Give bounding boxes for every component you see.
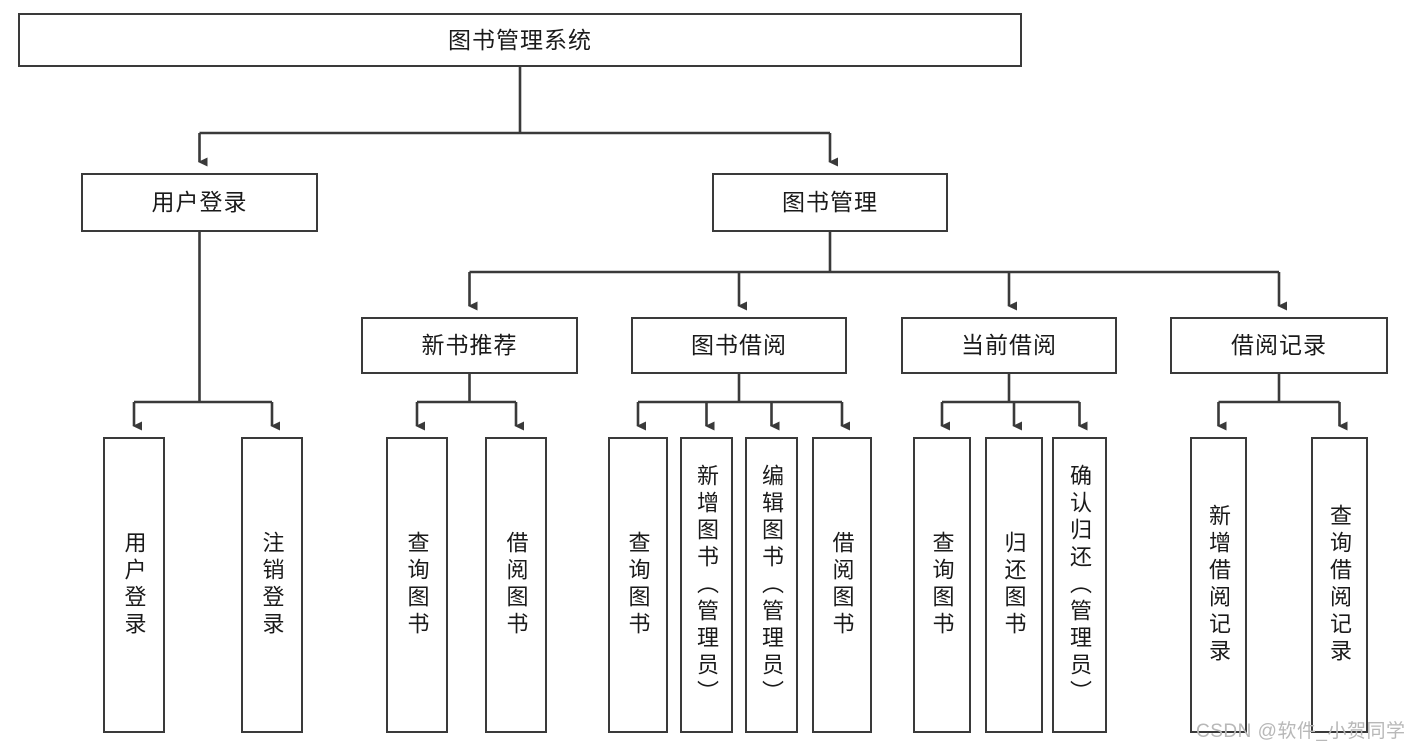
node-leaf-borrow-book-1[interactable]: 借阅图书 [485, 437, 547, 733]
node-label-leaf-borrow-book-1: 借阅图书 [503, 531, 529, 639]
node-label-leaf-user-login: 用户登录 [121, 531, 147, 639]
connector-lines [132, 67, 1348, 431]
node-leaf-add-book-admin[interactable]: 新增图书（管理员） [680, 437, 733, 733]
node-label-leaf-query-book-1: 查询图书 [404, 531, 430, 639]
node-label-leaf-add-book-admin: 新增图书（管理员） [694, 463, 720, 707]
node-borrow-record[interactable]: 借阅记录 [1170, 317, 1388, 374]
node-label-new-book-recommend: 新书推荐 [421, 332, 518, 359]
node-label-leaf-query-record: 查询借阅记录 [1327, 504, 1353, 666]
node-leaf-logout-login[interactable]: 注销登录 [241, 437, 303, 733]
node-current-borrow[interactable]: 当前借阅 [901, 317, 1117, 374]
node-label-leaf-confirm-return-admin: 确认归还（管理员） [1067, 463, 1093, 707]
node-root[interactable]: 图书管理系统 [18, 13, 1022, 67]
node-label-borrow-record: 借阅记录 [1231, 332, 1327, 359]
node-leaf-add-record[interactable]: 新增借阅记录 [1190, 437, 1247, 733]
node-label-leaf-logout-login: 注销登录 [259, 531, 285, 639]
node-label-user-login: 用户登录 [151, 189, 248, 216]
node-label-leaf-edit-book-admin: 编辑图书（管理员） [759, 463, 785, 707]
node-leaf-borrow-book-2[interactable]: 借阅图书 [812, 437, 872, 733]
node-label-root: 图书管理系统 [448, 26, 592, 53]
node-new-book-recommend[interactable]: 新书推荐 [361, 317, 578, 374]
node-label-leaf-query-book-2: 查询图书 [625, 531, 651, 639]
node-leaf-confirm-return-admin[interactable]: 确认归还（管理员） [1052, 437, 1107, 733]
node-book-manage[interactable]: 图书管理 [712, 173, 948, 232]
node-label-leaf-return-book: 归还图书 [1001, 531, 1027, 639]
node-leaf-query-book-2[interactable]: 查询图书 [608, 437, 668, 733]
node-leaf-query-book-1[interactable]: 查询图书 [386, 437, 448, 733]
node-label-leaf-query-book-3: 查询图书 [929, 531, 955, 639]
node-label-leaf-borrow-book-2: 借阅图书 [829, 531, 855, 639]
node-label-leaf-add-record: 新增借阅记录 [1206, 504, 1232, 666]
node-label-current-borrow: 当前借阅 [961, 332, 1057, 359]
node-leaf-query-record[interactable]: 查询借阅记录 [1311, 437, 1368, 733]
node-label-book-manage: 图书管理 [782, 189, 878, 216]
node-leaf-edit-book-admin[interactable]: 编辑图书（管理员） [745, 437, 798, 733]
watermark-label: CSDN @软件_小贺同学 [1196, 721, 1405, 742]
node-leaf-return-book[interactable]: 归还图书 [985, 437, 1043, 733]
node-leaf-user-login[interactable]: 用户登录 [103, 437, 165, 733]
node-label-book-borrow: 图书借阅 [691, 332, 787, 359]
node-leaf-query-book-3[interactable]: 查询图书 [913, 437, 971, 733]
node-user-login[interactable]: 用户登录 [81, 173, 318, 232]
node-book-borrow[interactable]: 图书借阅 [631, 317, 847, 374]
